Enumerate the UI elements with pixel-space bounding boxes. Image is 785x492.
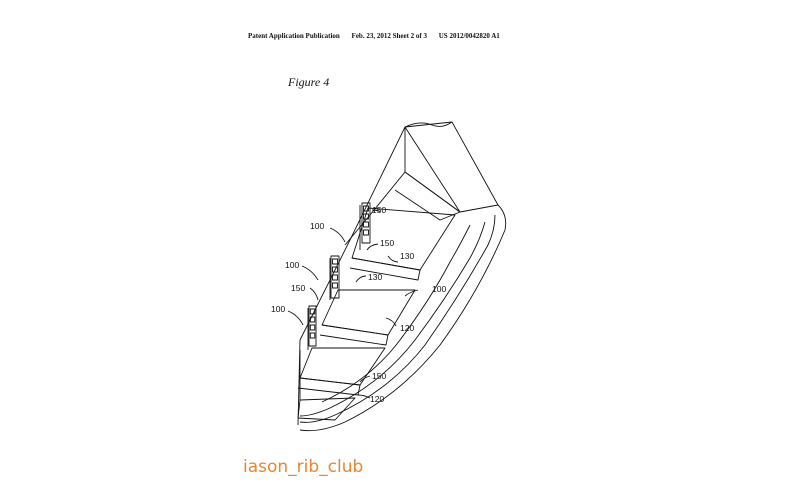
leader-150-c: [309, 287, 319, 301]
leader-130-a: [387, 255, 399, 263]
label-100-lower: 100: [271, 304, 285, 314]
leader-120-b: [357, 394, 371, 399]
label-100-right: 100: [432, 284, 446, 294]
left-wall: [297, 126, 406, 426]
publication-label: Patent Application Publication: [248, 32, 340, 40]
outer-hull: [299, 204, 507, 432]
publication-number: US 2012/0042820 A1: [438, 32, 500, 40]
leader-130-b: [355, 275, 367, 283]
shelf-1-front: [349, 257, 421, 281]
label-120-lower: 120: [370, 394, 384, 404]
top-face: [404, 121, 499, 213]
shelf-2-front: [319, 324, 389, 346]
leader-150-d: [359, 375, 371, 383]
leader-150-b: [366, 243, 379, 251]
shelf-4: [297, 397, 356, 421]
hull-line-2: [299, 214, 496, 423]
leader-120-a: [385, 317, 397, 327]
hull-line-4: [321, 224, 471, 403]
label-100-top: 100: [310, 221, 324, 231]
label-150-left: 150: [291, 283, 305, 293]
label-130-left: 130: [368, 272, 382, 282]
leader-100-b: [301, 265, 319, 281]
leader-100-a: [329, 227, 346, 243]
bracket-strip-middle: [330, 255, 340, 299]
label-120-upper: 120: [400, 323, 414, 333]
label-150-upper: 150: [380, 238, 394, 248]
label-130-right: 130: [400, 251, 414, 261]
leader-100-d: [404, 289, 419, 297]
leader-150-a: [371, 209, 381, 213]
bracket-strip-top: [361, 202, 371, 244]
label-100-middle: 100: [285, 260, 299, 270]
hull-line-3: [299, 221, 486, 417]
inner-face-1: [394, 171, 461, 221]
patent-header: Patent Application Publication Feb. 23, …: [248, 32, 510, 40]
shelf-3-front: [297, 377, 361, 396]
bracket-strip-lower: [308, 305, 317, 347]
label-150-bottom: 150: [372, 371, 386, 381]
top-break-line: [404, 121, 453, 128]
figure-title: Figure 4: [288, 75, 330, 89]
leader-100-c: [287, 310, 304, 326]
date-sheet-label: Feb. 23, 2012 Sheet 2 of 3: [351, 32, 427, 40]
label-150-top: 150: [372, 205, 386, 215]
watermark-text: iason_rib_club: [243, 457, 364, 477]
